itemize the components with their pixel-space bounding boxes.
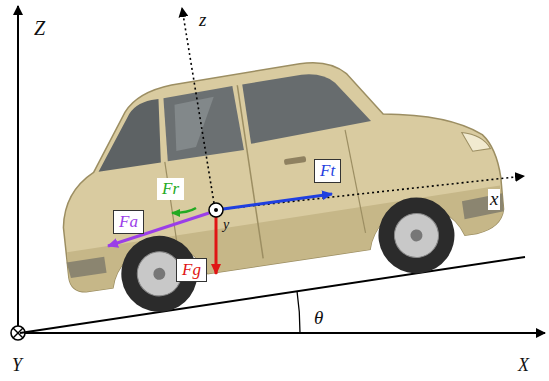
axis-label: z	[197, 10, 208, 31]
axis-label: Z	[34, 17, 45, 39]
angle-arc	[297, 291, 300, 333]
incline	[20, 257, 525, 333]
body-x-axis	[223, 176, 524, 209]
z-axis	[17, 6, 19, 326]
axis-label: θ	[314, 308, 323, 329]
force-label: Ft	[320, 161, 335, 181]
force-label: Fr	[162, 179, 179, 199]
rolling-force	[172, 208, 196, 213]
x-axis	[25, 332, 545, 334]
axis-label: X	[518, 356, 529, 376]
center-of-mass	[209, 203, 223, 217]
force-label: Fa	[119, 212, 138, 232]
force-label-box: Fa	[113, 210, 144, 234]
force-label-box: Fr	[157, 178, 184, 200]
force-label: Fg	[182, 260, 201, 280]
axis-label: Y	[12, 356, 22, 376]
axis-label: y	[223, 217, 229, 232]
body-z-axis	[182, 8, 214, 203]
force-label-box: Fg	[176, 258, 207, 282]
gravity-force	[215, 217, 218, 274]
force-label-box: Ft	[314, 159, 341, 183]
car	[43, 37, 513, 325]
traction-force	[223, 194, 332, 209]
axis-label: x	[488, 189, 500, 210]
aero-force	[108, 213, 209, 246]
